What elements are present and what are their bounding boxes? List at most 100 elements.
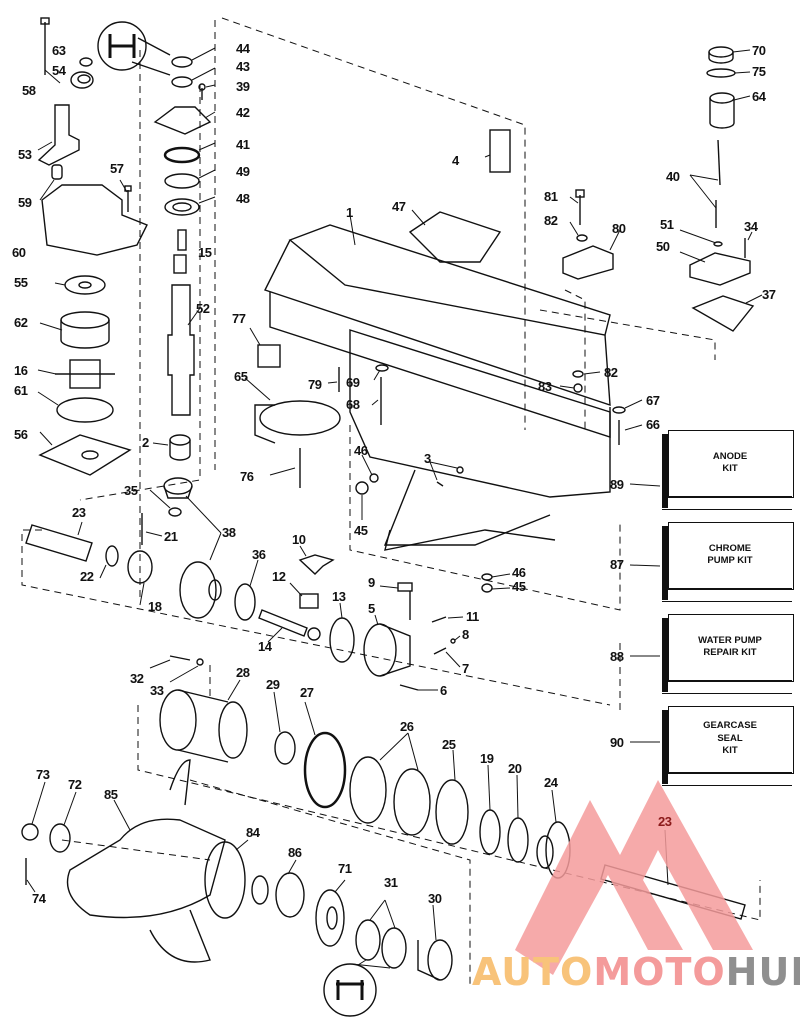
callout-41: 41	[236, 137, 250, 152]
callout-31: 31	[384, 875, 398, 890]
part-61-gasket	[56, 397, 114, 423]
part-8-ball	[450, 638, 456, 644]
watermark-hub: HUB	[725, 950, 800, 994]
part-27-oring	[303, 731, 347, 809]
part-2-bearing	[169, 434, 191, 461]
part-85-propeller	[66, 759, 226, 963]
callout-89: 89	[610, 477, 624, 492]
part-46-45-drain	[481, 573, 493, 593]
callout-50: 50	[656, 239, 670, 254]
callout-72: 72	[68, 777, 82, 792]
kit-box-water-pump-repair: WATER PUMP REPAIR KIT	[662, 614, 794, 694]
part-75-clamp	[706, 68, 736, 78]
callout-47: 47	[392, 199, 406, 214]
kit-label: WATER PUMP REPAIR KIT	[698, 634, 762, 658]
callout-9: 9	[368, 575, 375, 590]
part-3-screw-nut	[436, 466, 464, 487]
part-5-reverse-gear	[363, 623, 411, 677]
part-71-thrust-washer	[315, 889, 345, 947]
callout-35: 35	[124, 483, 138, 498]
part-11-pin	[431, 616, 447, 623]
callout-38: 38	[222, 525, 236, 540]
callout-70: 70	[752, 43, 766, 58]
callout-65: 65	[234, 369, 248, 384]
part-41-oring	[163, 146, 201, 164]
part-48-bearing	[164, 198, 200, 216]
part-50-cover	[689, 252, 751, 286]
callout-11: 11	[466, 609, 479, 624]
part-10-lever	[298, 554, 335, 575]
callout-84: 84	[246, 825, 260, 840]
callout-82: 82	[544, 213, 558, 228]
callout-44: 44	[236, 41, 250, 56]
callout-6: 6	[440, 683, 447, 698]
callout-21: 21	[164, 529, 178, 544]
callout-60: 60	[12, 245, 26, 260]
callout-8: 8	[462, 627, 469, 642]
callout-82: 82	[604, 365, 618, 380]
callout-74: 74	[32, 891, 46, 906]
callout-13: 13	[332, 589, 346, 604]
callout-73: 73	[36, 767, 50, 782]
part-13-washer	[329, 617, 355, 663]
part-14-pin	[258, 609, 321, 641]
part-52-driveshaft	[167, 229, 195, 416]
kit-box-gearcase-seal: GEARCASE SEAL KIT	[662, 706, 794, 786]
callout-64: 64	[752, 89, 766, 104]
callout-33: 33	[150, 683, 164, 698]
callout-61: 61	[14, 383, 28, 398]
part-38-pinion-gear	[163, 477, 193, 499]
callout-19: 19	[480, 751, 494, 766]
callout-57: 57	[110, 161, 124, 176]
callout-67: 67	[646, 393, 660, 408]
detail-circle-seal-top	[97, 21, 171, 76]
part-60-pump-housing	[41, 184, 148, 256]
callout-81: 81	[544, 189, 558, 204]
watermark-moto: MOTO	[593, 950, 726, 994]
callout-20: 20	[508, 761, 522, 776]
callout-53: 53	[18, 147, 32, 162]
callout-58: 58	[22, 83, 36, 98]
part-82-83-nut	[572, 370, 584, 393]
kit-label: ANODE KIT	[712, 450, 748, 474]
part-46-washer	[369, 473, 379, 483]
part-77-anode	[257, 344, 281, 368]
part-30-bearing	[417, 939, 453, 981]
part-6-pin	[399, 684, 419, 691]
watermark-text: AUTOMOTOHUB	[472, 950, 800, 994]
part-72-spacer	[49, 823, 71, 853]
part-81-bolt	[575, 189, 585, 225]
part-67-washer	[612, 406, 626, 414]
callout-15: 15	[198, 245, 212, 260]
callout-26: 26	[400, 719, 414, 734]
part-28-bearing-housing	[159, 689, 248, 763]
part-62-liner	[60, 311, 110, 349]
part-22-ring	[105, 545, 119, 567]
callout-49: 49	[236, 164, 250, 179]
part-39-screw	[198, 83, 206, 100]
callout-66: 66	[646, 417, 660, 432]
callout-32: 32	[130, 671, 144, 686]
callout-46: 46	[354, 443, 368, 458]
callout-56: 56	[14, 427, 28, 442]
callout-43: 43	[236, 59, 250, 74]
callout-69: 69	[346, 375, 360, 390]
part-45-plug	[355, 481, 369, 495]
part-35-nut	[168, 507, 182, 517]
callout-36: 36	[252, 547, 266, 562]
callout-27: 27	[300, 685, 314, 700]
callout-90: 90	[610, 735, 624, 750]
callout-12: 12	[272, 569, 286, 584]
part-9-shift-arm	[397, 582, 413, 620]
callout-83: 83	[538, 379, 552, 394]
callout-29: 29	[266, 677, 280, 692]
part-82-washer	[576, 234, 588, 242]
callout-80: 80	[612, 221, 626, 236]
callout-3: 3	[424, 451, 431, 466]
part-32-bolt	[169, 655, 191, 661]
callout-23: 23	[658, 814, 672, 829]
part-40-shift-rod	[715, 139, 721, 228]
part-33-washer	[196, 658, 204, 666]
callout-86: 86	[288, 845, 302, 860]
